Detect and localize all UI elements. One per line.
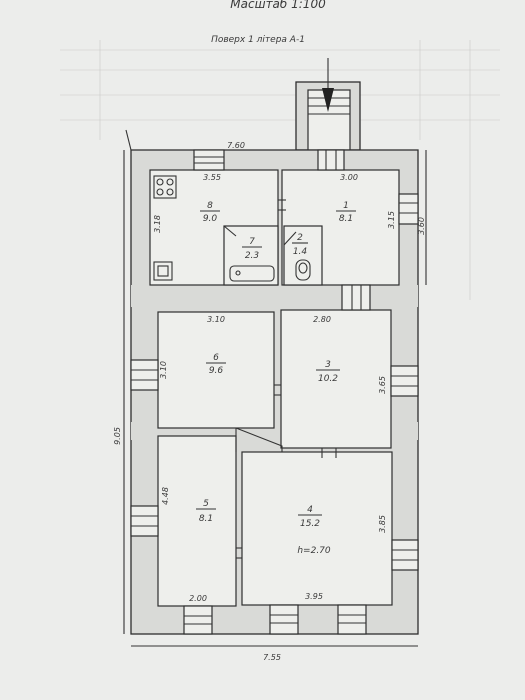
dim-r3-height: 3.65 (378, 376, 387, 394)
door-marks (236, 199, 337, 559)
background-grid (60, 40, 500, 300)
room-number: 2 (297, 233, 303, 243)
label-room-5: 5 8.1 (196, 499, 216, 524)
entrance-arrow-icon (322, 58, 334, 112)
dim-left-height: 9.05 (113, 427, 122, 445)
room-2 (283, 225, 323, 286)
dim-r1-width: 3.00 (340, 173, 358, 182)
scale-label: Масштаб 1:100 (230, 0, 326, 11)
window-bottom-4b (337, 604, 367, 635)
dim-bottom-width: 7.55 (263, 653, 281, 662)
room-4 (241, 451, 393, 606)
dim-r4-height: 3.85 (378, 515, 387, 533)
dim-r5-height: 4.48 (161, 487, 170, 505)
room-number: 4 (307, 505, 313, 515)
window-top-8 (193, 149, 225, 171)
dim-r6-height: 3.10 (159, 361, 168, 379)
windows (130, 149, 419, 635)
dim-r3-width: 2.80 (313, 315, 331, 324)
room-6 (157, 311, 275, 429)
stove-icon (153, 175, 177, 199)
label-room-4: 4 15.2 (298, 505, 322, 529)
window-left-5 (130, 505, 159, 537)
label-room-8: 8 9.0 (200, 201, 220, 224)
window-left-6 (130, 359, 159, 391)
floor-label: Поверх 1 літера А-1 (211, 35, 305, 45)
window-right-1 (398, 193, 419, 225)
label-room-7: 7 2.3 (242, 237, 262, 261)
room-area: 1.4 (293, 247, 308, 257)
room-area: 8.1 (199, 514, 213, 524)
window-right-4 (391, 539, 419, 571)
room-area: 8.1 (339, 214, 353, 224)
label-room-2: 2 1.4 (292, 233, 308, 257)
bathtub-icon (229, 265, 275, 282)
room-number: 7 (249, 237, 255, 247)
room-number: 8 (207, 201, 213, 211)
room-area: 9.0 (203, 214, 218, 224)
room-5 (157, 435, 237, 607)
room-number: 6 (213, 353, 219, 363)
room-number: 5 (203, 499, 209, 509)
room-area: 15.2 (300, 519, 320, 529)
dim-r8-width: 3.55 (203, 173, 221, 182)
room-number: 1 (343, 201, 349, 211)
dim-r4-width: 3.95 (305, 592, 323, 601)
dim-r1-height: 3.15 (387, 211, 396, 229)
door-swing-7 (223, 225, 237, 237)
toilet-icon (295, 259, 311, 281)
room-area: 9.6 (209, 366, 224, 376)
dim-top-width: 7.60 (227, 141, 245, 150)
door-swing-2 (283, 231, 297, 246)
window-passage-3 (341, 284, 371, 311)
partition-diagonal (235, 427, 283, 452)
window-top-1 (317, 149, 345, 171)
window-bottom-5 (183, 605, 213, 635)
dimension-lines (123, 129, 427, 647)
dim-r8-height: 3.18 (153, 215, 162, 233)
room-3 (280, 309, 392, 449)
dim-right-top: 3.60 (417, 217, 426, 235)
dim-r6-width: 3.10 (207, 315, 225, 324)
label-room-3: 3 10.2 (316, 360, 340, 384)
sink-icon (153, 261, 173, 281)
label-room-1: 1 8.1 (336, 201, 356, 224)
room-area: 2.3 (245, 251, 260, 261)
room-labels: 8 9.0 1 8.1 7 2.3 2 1.4 6 9.6 3 10.2 (196, 201, 356, 529)
room-number: 3 (325, 360, 331, 370)
dim-r5-width: 2.00 (189, 594, 207, 603)
window-bottom-4a (269, 604, 299, 635)
window-right-3 (390, 365, 419, 397)
label-room-6: 6 9.6 (206, 353, 226, 376)
room-7 (223, 225, 279, 286)
ceiling-height: h=2.70 (297, 546, 331, 556)
room-area: 10.2 (318, 374, 338, 384)
